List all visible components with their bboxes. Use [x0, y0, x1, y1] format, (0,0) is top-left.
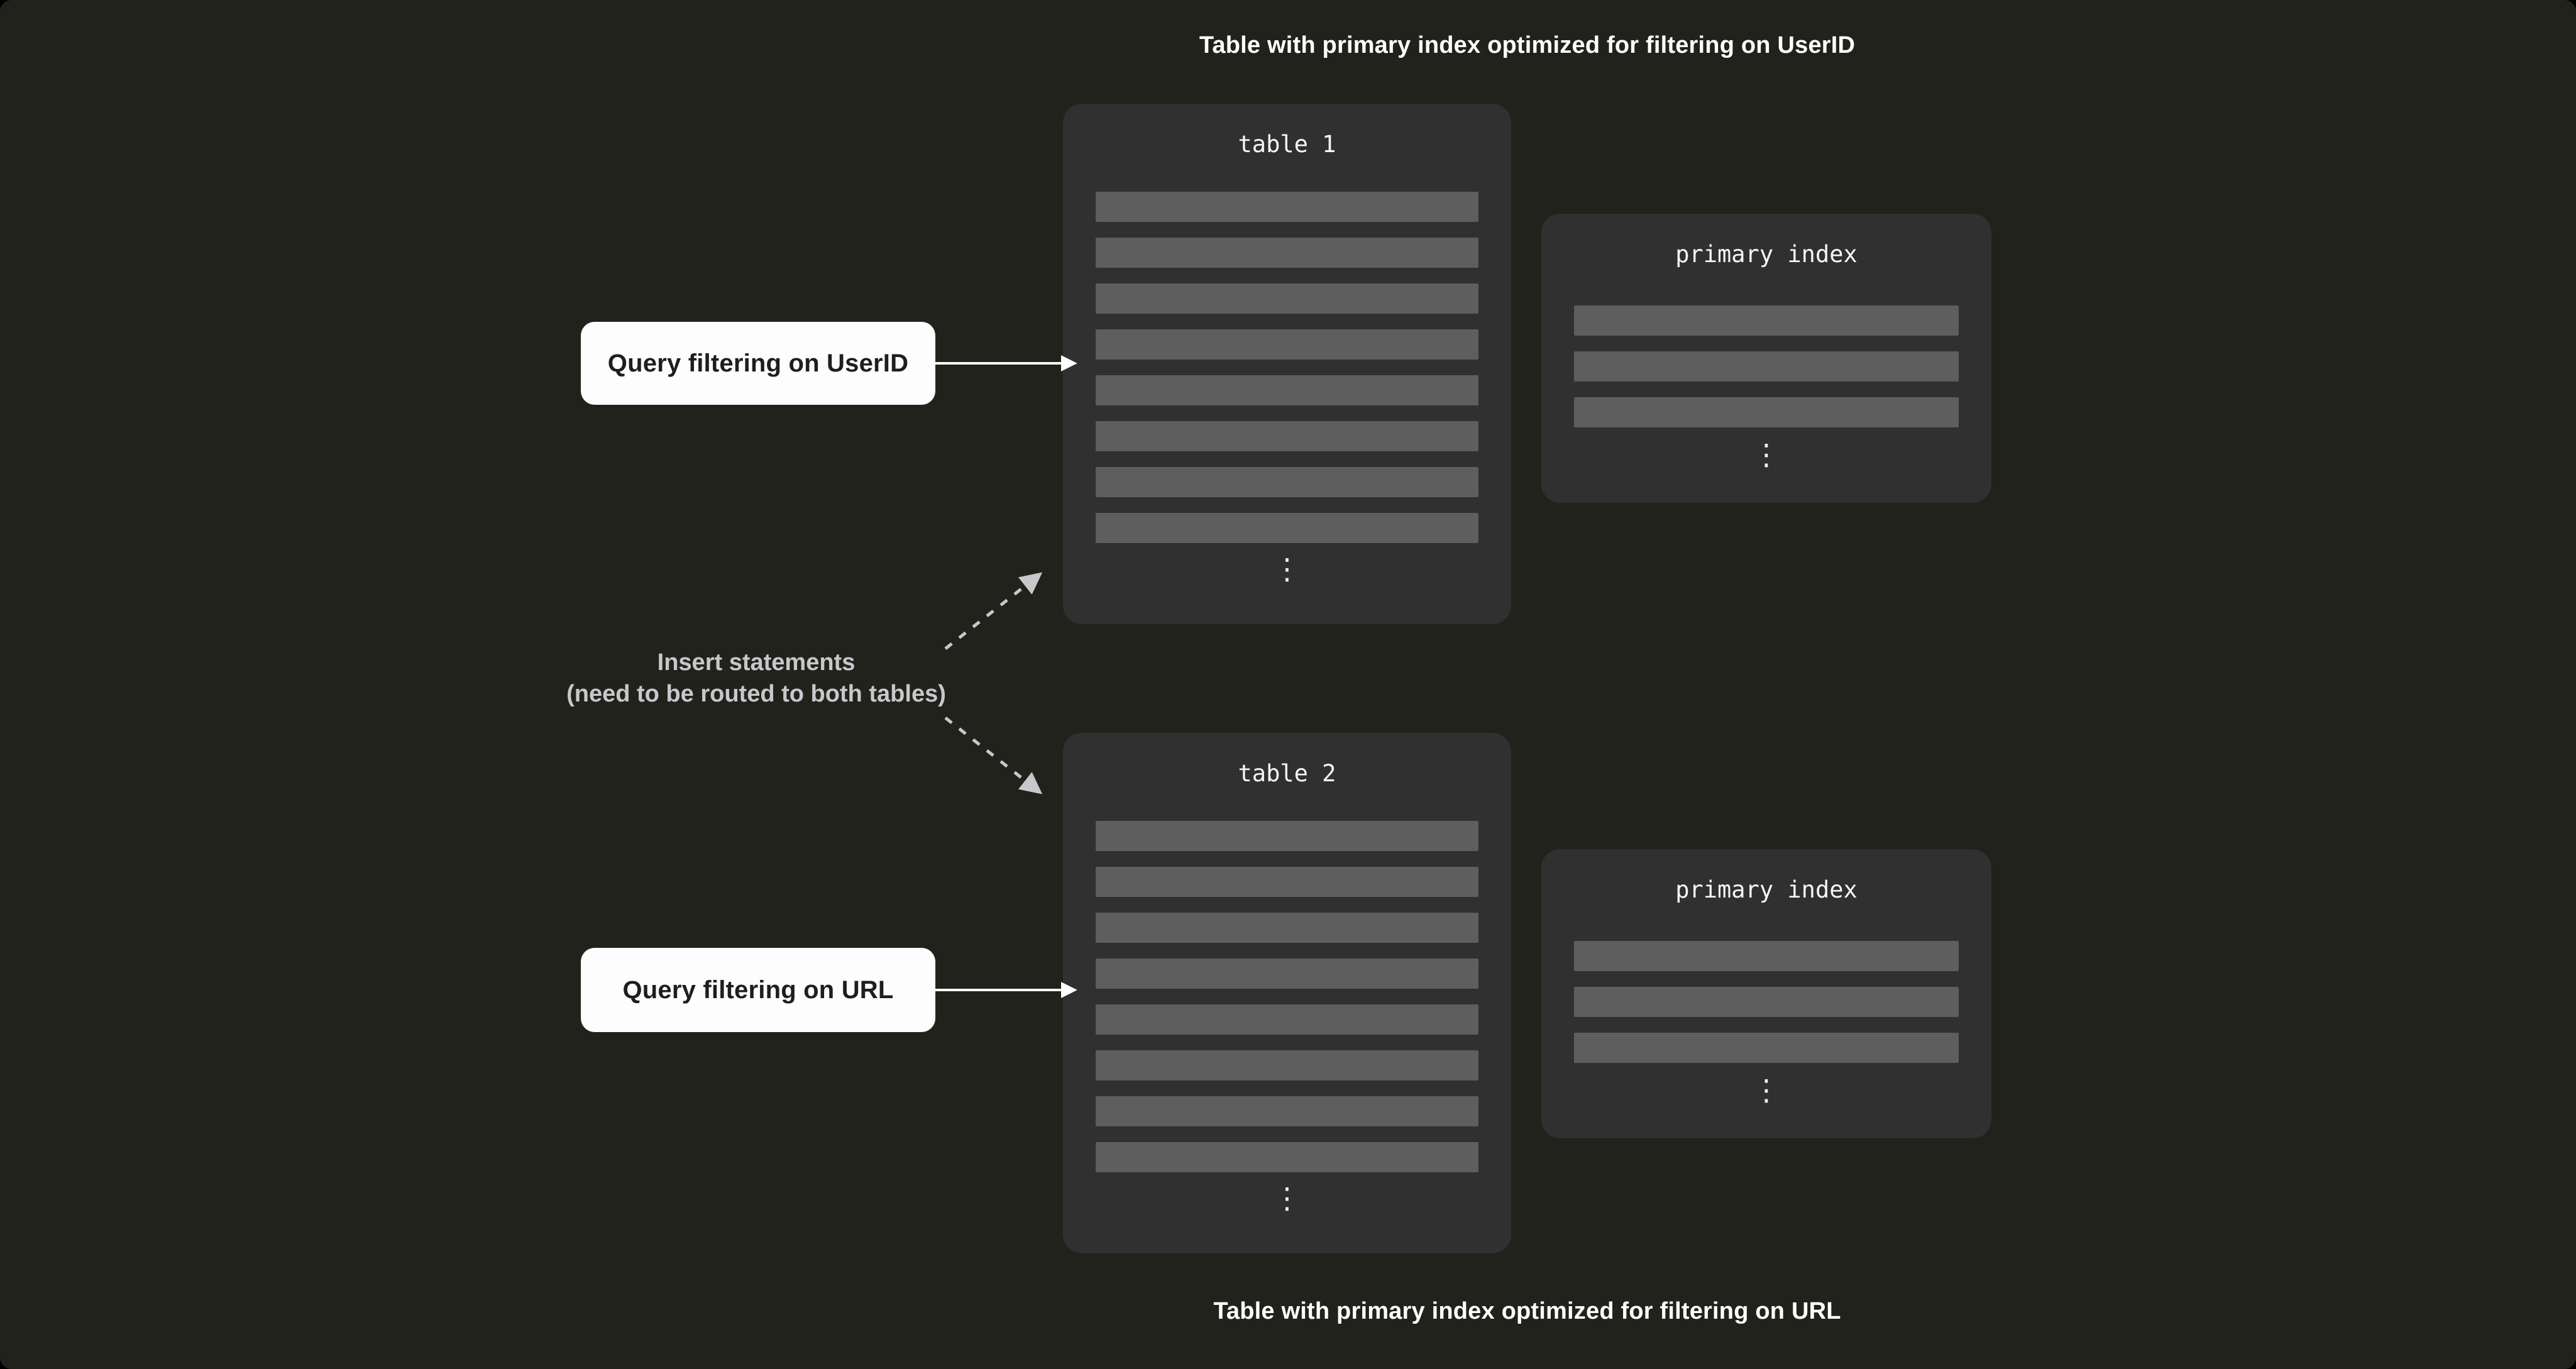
- query-userid-label: Query filtering on UserID: [581, 322, 935, 405]
- table-row-bar: [1096, 821, 1478, 851]
- insert-arrow-to-table1: [944, 572, 1043, 650]
- table-row-bar: [1096, 329, 1478, 360]
- table-row-bar: [1574, 397, 1959, 427]
- caption-top: Table with primary index optimized for f…: [1199, 32, 1856, 58]
- table1-title: table 1: [1238, 131, 1336, 158]
- insert-note-line2: (need to be routed to both tables): [566, 681, 946, 707]
- table-row-bar: [1096, 1142, 1478, 1172]
- table-row-bar: [1096, 192, 1478, 222]
- primary-index2-rows: [1574, 941, 1959, 1063]
- table-row-bar: [1574, 305, 1959, 336]
- vertical-ellipsis-icon: ⋮: [1272, 552, 1302, 586]
- vertical-ellipsis-icon: ⋮: [1752, 1073, 1781, 1107]
- query-url-label: Query filtering on URL: [581, 948, 935, 1032]
- table-row-bar: [1096, 375, 1478, 405]
- table-row-bar: [1096, 959, 1478, 989]
- table-row-bar: [1096, 913, 1478, 943]
- table-row-bar: [1096, 421, 1478, 451]
- caption-bottom: Table with primary index optimized for f…: [1213, 1298, 1841, 1324]
- table-row-bar: [1574, 351, 1959, 382]
- query-url-label-text: Query filtering on URL: [622, 976, 894, 1004]
- table-row-bar: [1096, 283, 1478, 314]
- primary-index2-box: primary index ⋮: [1541, 849, 1991, 1138]
- primary-index2-title: primary index: [1675, 876, 1858, 903]
- vertical-ellipsis-icon: ⋮: [1272, 1181, 1302, 1215]
- primary-index1-box: primary index ⋮: [1541, 214, 1991, 503]
- query-userid-label-text: Query filtering on UserID: [607, 349, 909, 377]
- table2-title: table 2: [1238, 760, 1336, 787]
- table1-rows: [1096, 192, 1478, 543]
- table-row-bar: [1096, 1004, 1478, 1035]
- table-row-bar: [1574, 941, 1959, 971]
- table-row-bar: [1096, 1096, 1478, 1126]
- table2-box: table 2 ⋮: [1063, 733, 1511, 1253]
- table-row-bar: [1574, 1033, 1959, 1063]
- primary-index1-rows: [1574, 305, 1959, 427]
- table-row-bar: [1096, 467, 1478, 497]
- insert-statements-note: Insert statements (need to be routed to …: [505, 647, 1008, 710]
- primary-index1-title: primary index: [1675, 241, 1858, 268]
- table-row-bar: [1096, 238, 1478, 268]
- insert-note-line1: Insert statements: [657, 649, 856, 676]
- insert-arrow-to-table2: [944, 717, 1043, 794]
- table2-rows: [1096, 821, 1478, 1172]
- table-row-bar: [1096, 867, 1478, 897]
- table-row-bar: [1096, 1050, 1478, 1080]
- table-row-bar: [1574, 987, 1959, 1017]
- table1-box: table 1 ⋮: [1063, 104, 1511, 624]
- table-row-bar: [1096, 513, 1478, 543]
- vertical-ellipsis-icon: ⋮: [1752, 437, 1781, 471]
